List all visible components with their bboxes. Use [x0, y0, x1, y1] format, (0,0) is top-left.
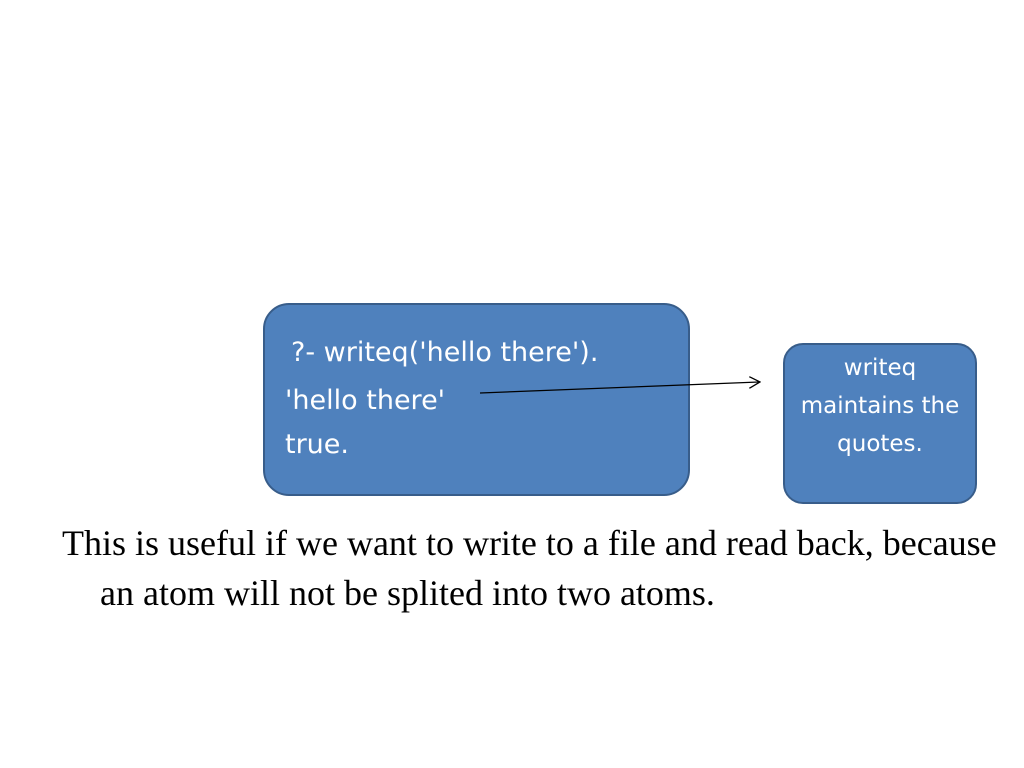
- note-text: writeq maintains the quotes.: [800, 355, 960, 457]
- result-line: true.: [285, 429, 349, 460]
- code-example-callout: ?- writeq('hello there'). 'hello there' …: [263, 303, 690, 496]
- body-paragraph: This is useful if we want to write to a …: [62, 523, 997, 613]
- note-callout: writeq maintains the quotes.: [783, 343, 977, 504]
- query-line: ?- writeq('hello there').: [291, 337, 599, 368]
- output-line: 'hello there': [285, 385, 446, 416]
